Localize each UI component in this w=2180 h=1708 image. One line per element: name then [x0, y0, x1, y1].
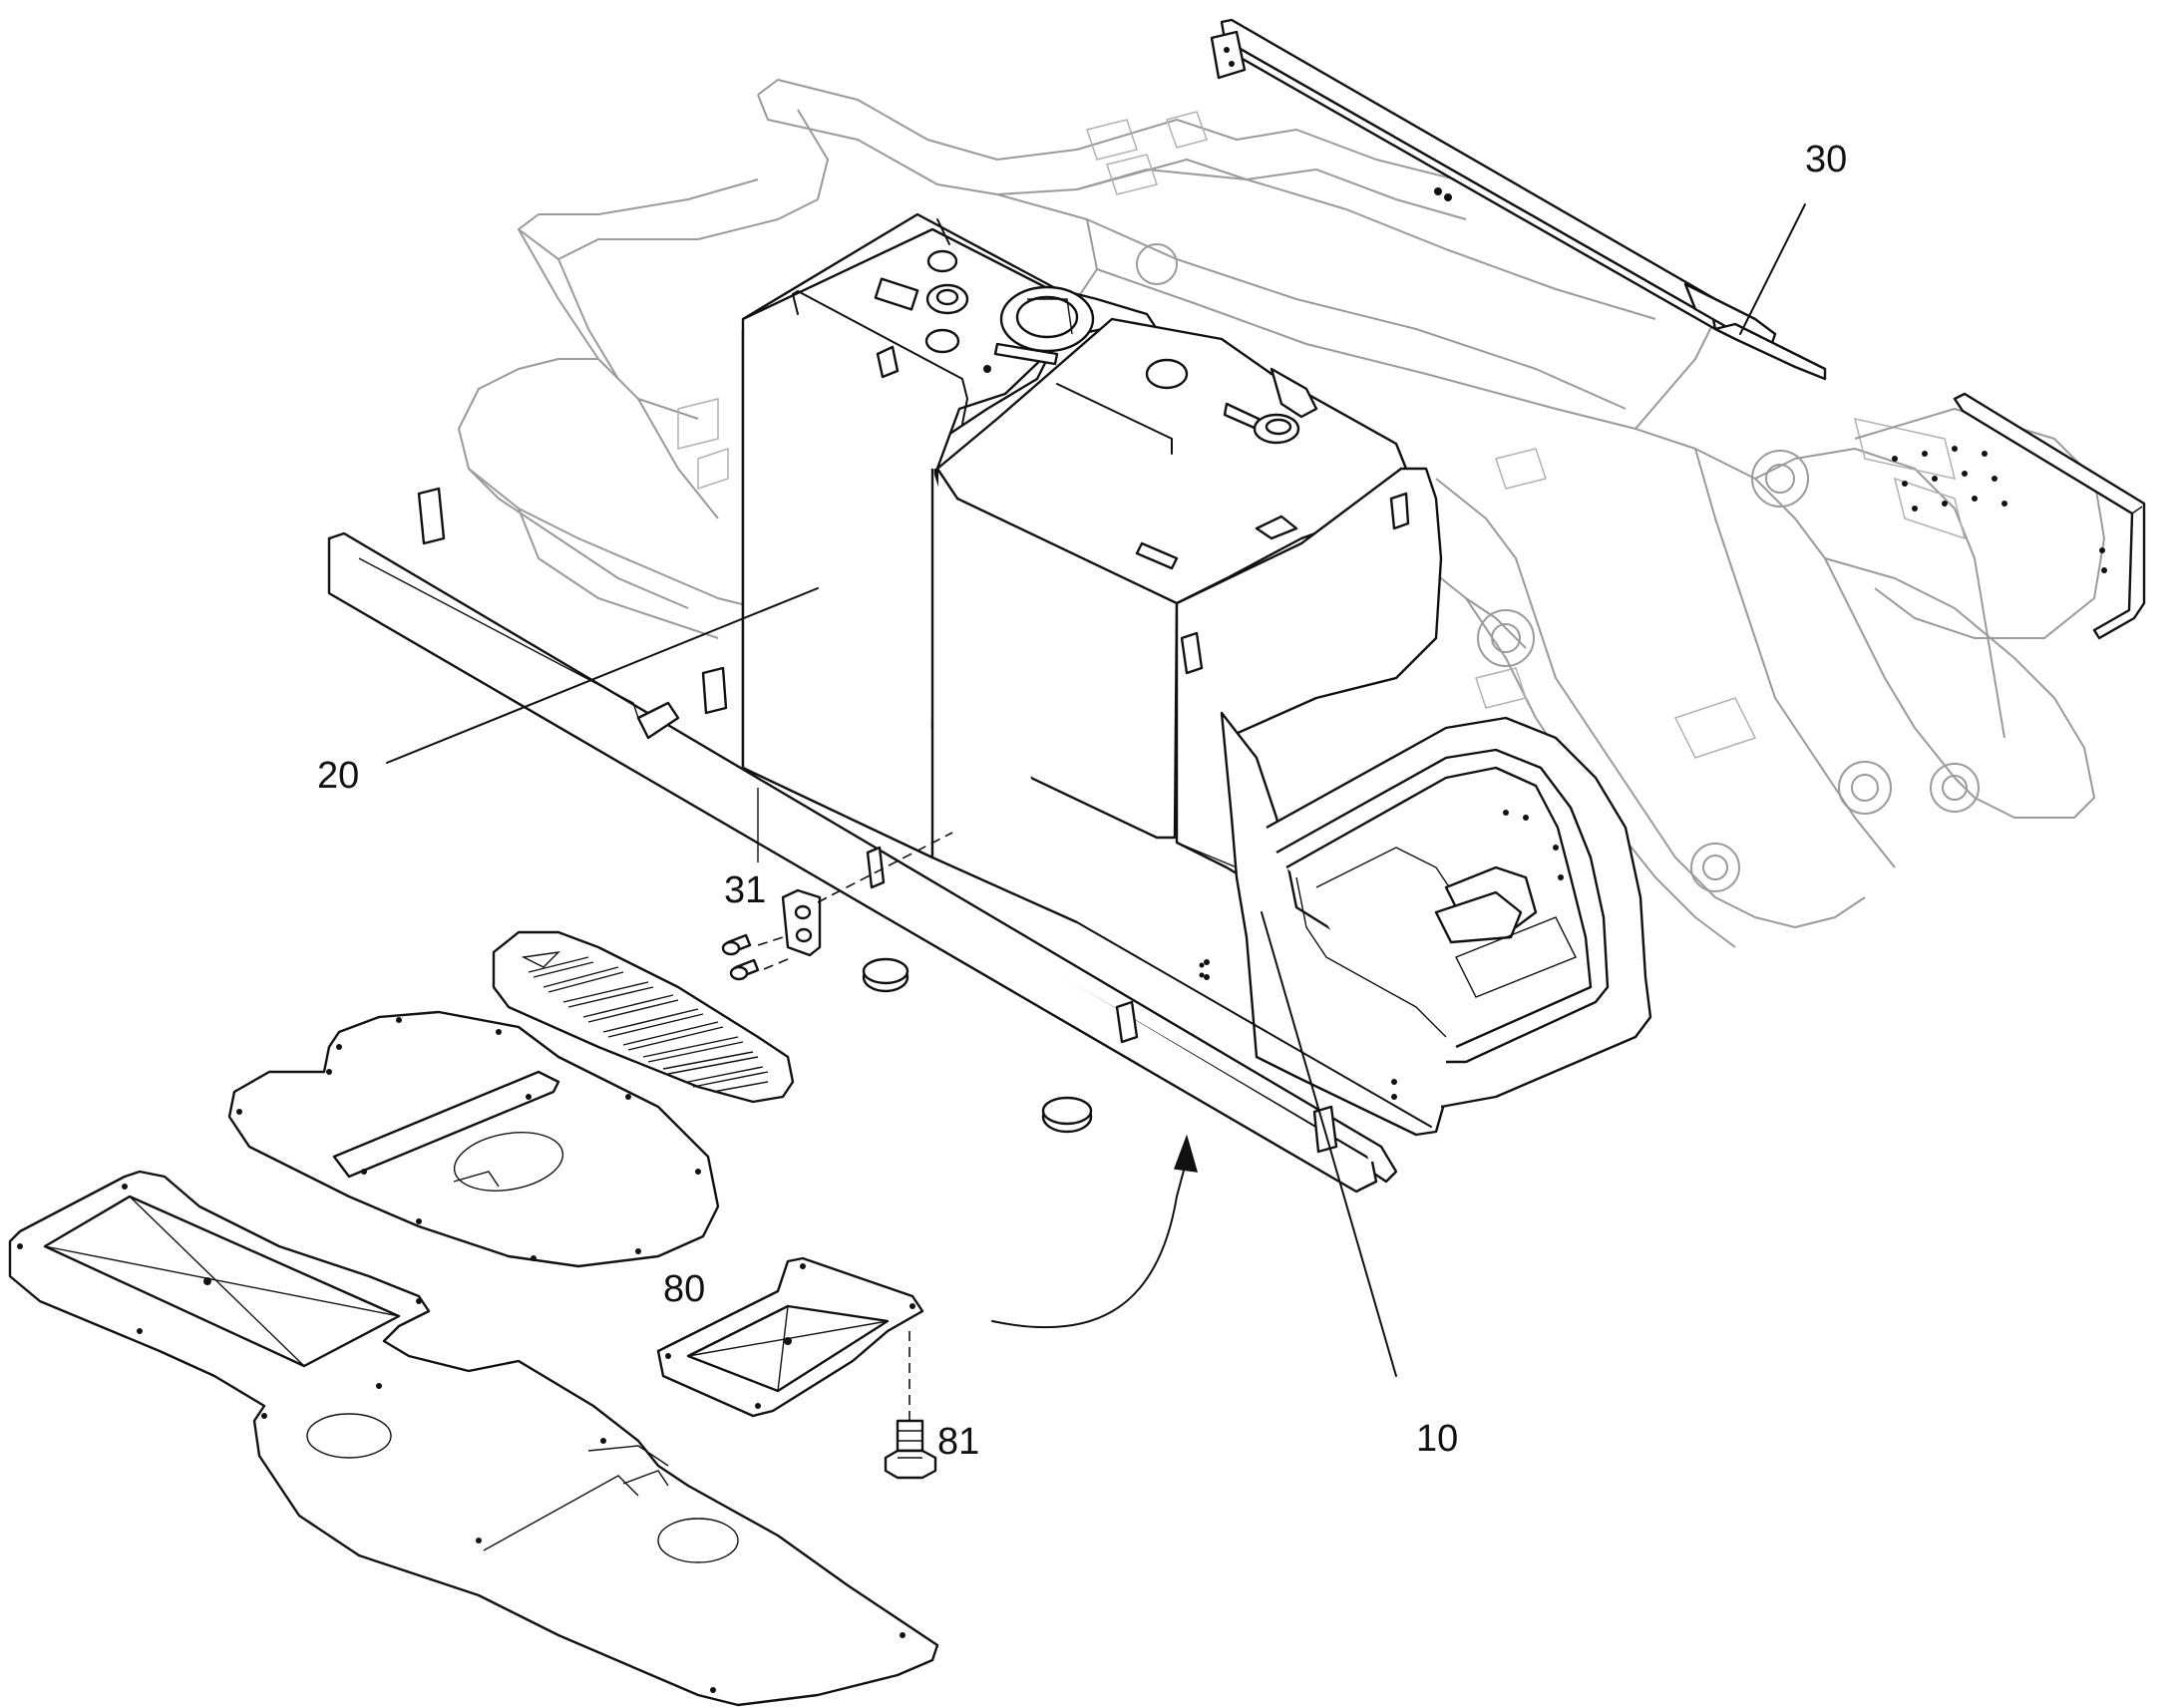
- part-30-side-rail: [1210, 18, 2146, 640]
- part-10-housing: [930, 317, 1652, 1137]
- part-81-bolt: [884, 1331, 937, 1480]
- callout-20: 20: [317, 755, 359, 797]
- part-20-tank: [741, 212, 1159, 859]
- leader-lines: [386, 203, 1806, 1377]
- grille-slots: [521, 951, 769, 1093]
- floor-plate-large: [8, 1170, 939, 1707]
- assembly-arrow: [991, 1134, 1199, 1329]
- cover-plate: [227, 1010, 720, 1268]
- callout-30: 30: [1805, 139, 1847, 180]
- part-31-bracket-and-bolts: [721, 832, 953, 981]
- callout-31: 31: [724, 869, 766, 911]
- grille-plate: [492, 930, 795, 1104]
- plate-holes: [1892, 446, 2007, 512]
- callout-80: 80: [663, 1268, 705, 1310]
- callout-labels: 30 20 31 80 81 10: [317, 139, 1847, 1463]
- callout-81: 81: [937, 1421, 979, 1463]
- left-side-rail: [327, 487, 1398, 1194]
- callout-10: 10: [1416, 1418, 1458, 1460]
- part-80-hatch-plate: [656, 1256, 924, 1418]
